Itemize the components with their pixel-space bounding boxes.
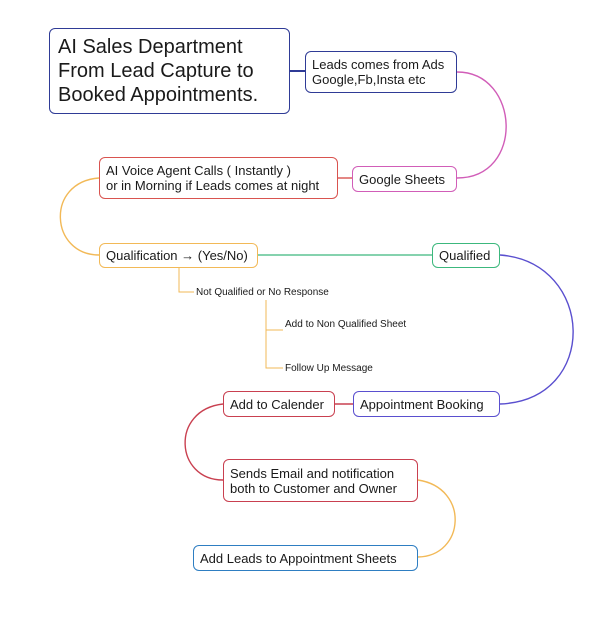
node-add-to-calendar[interactable]: Add to Calender [223,391,335,417]
root-topic-text: AI Sales Department From Lead Capture to… [58,36,259,106]
node-qualification-text: Qualification → (Yes/No) [106,248,248,263]
node-leads-source-text: Leads comes from Ads Google,Fb,Insta etc [312,57,445,87]
link-voice-qualification [59,177,100,256]
node-qualified-text: Qualified [439,248,491,263]
leaf-add-non-qualified-sheet[interactable]: Add to Non Qualified Sheet [285,319,407,330]
link-leads-sheets [456,71,507,179]
node-add-leads-sheets-text: Add Leads to Appointment Sheets [200,550,397,566]
node-google-sheets-text: Google Sheets [359,171,446,187]
leaf-follow-up-message[interactable]: Follow Up Message [285,363,373,374]
leaf-not-qualified[interactable]: Not Qualified or No Response [196,287,329,298]
node-leads-source[interactable]: Leads comes from Ads Google,Fb,Insta etc [305,51,457,93]
link-qualification-notqualified [178,266,194,293]
root-topic[interactable]: AI Sales Department From Lead Capture to… [49,28,290,114]
node-google-sheets[interactable]: Google Sheets [352,166,457,192]
node-add-to-calendar-text: Add to Calender [230,396,324,412]
node-qualified[interactable]: Qualified [432,243,500,268]
node-voice-agent[interactable]: AI Voice Agent Calls ( Instantly ) or in… [99,157,338,199]
link-notqualified-nonqualified [265,300,283,331]
node-voice-agent-text: AI Voice Agent Calls ( Instantly ) or in… [106,163,320,193]
link-qualified-booking [499,254,574,405]
node-add-leads-sheets[interactable]: Add Leads to Appointment Sheets [193,545,418,571]
link-email-addleads [417,479,456,558]
node-sends-email-text: Sends Email and notification both to Cus… [230,465,397,496]
node-appointment-booking[interactable]: Appointment Booking [353,391,500,417]
link-notqualified-followup [265,330,283,369]
node-sends-email[interactable]: Sends Email and notification both to Cus… [223,459,418,502]
node-qualification[interactable]: Qualification → (Yes/No) [99,243,258,268]
link-calendar-email [184,403,224,481]
node-appointment-booking-text: Appointment Booking [360,396,484,412]
